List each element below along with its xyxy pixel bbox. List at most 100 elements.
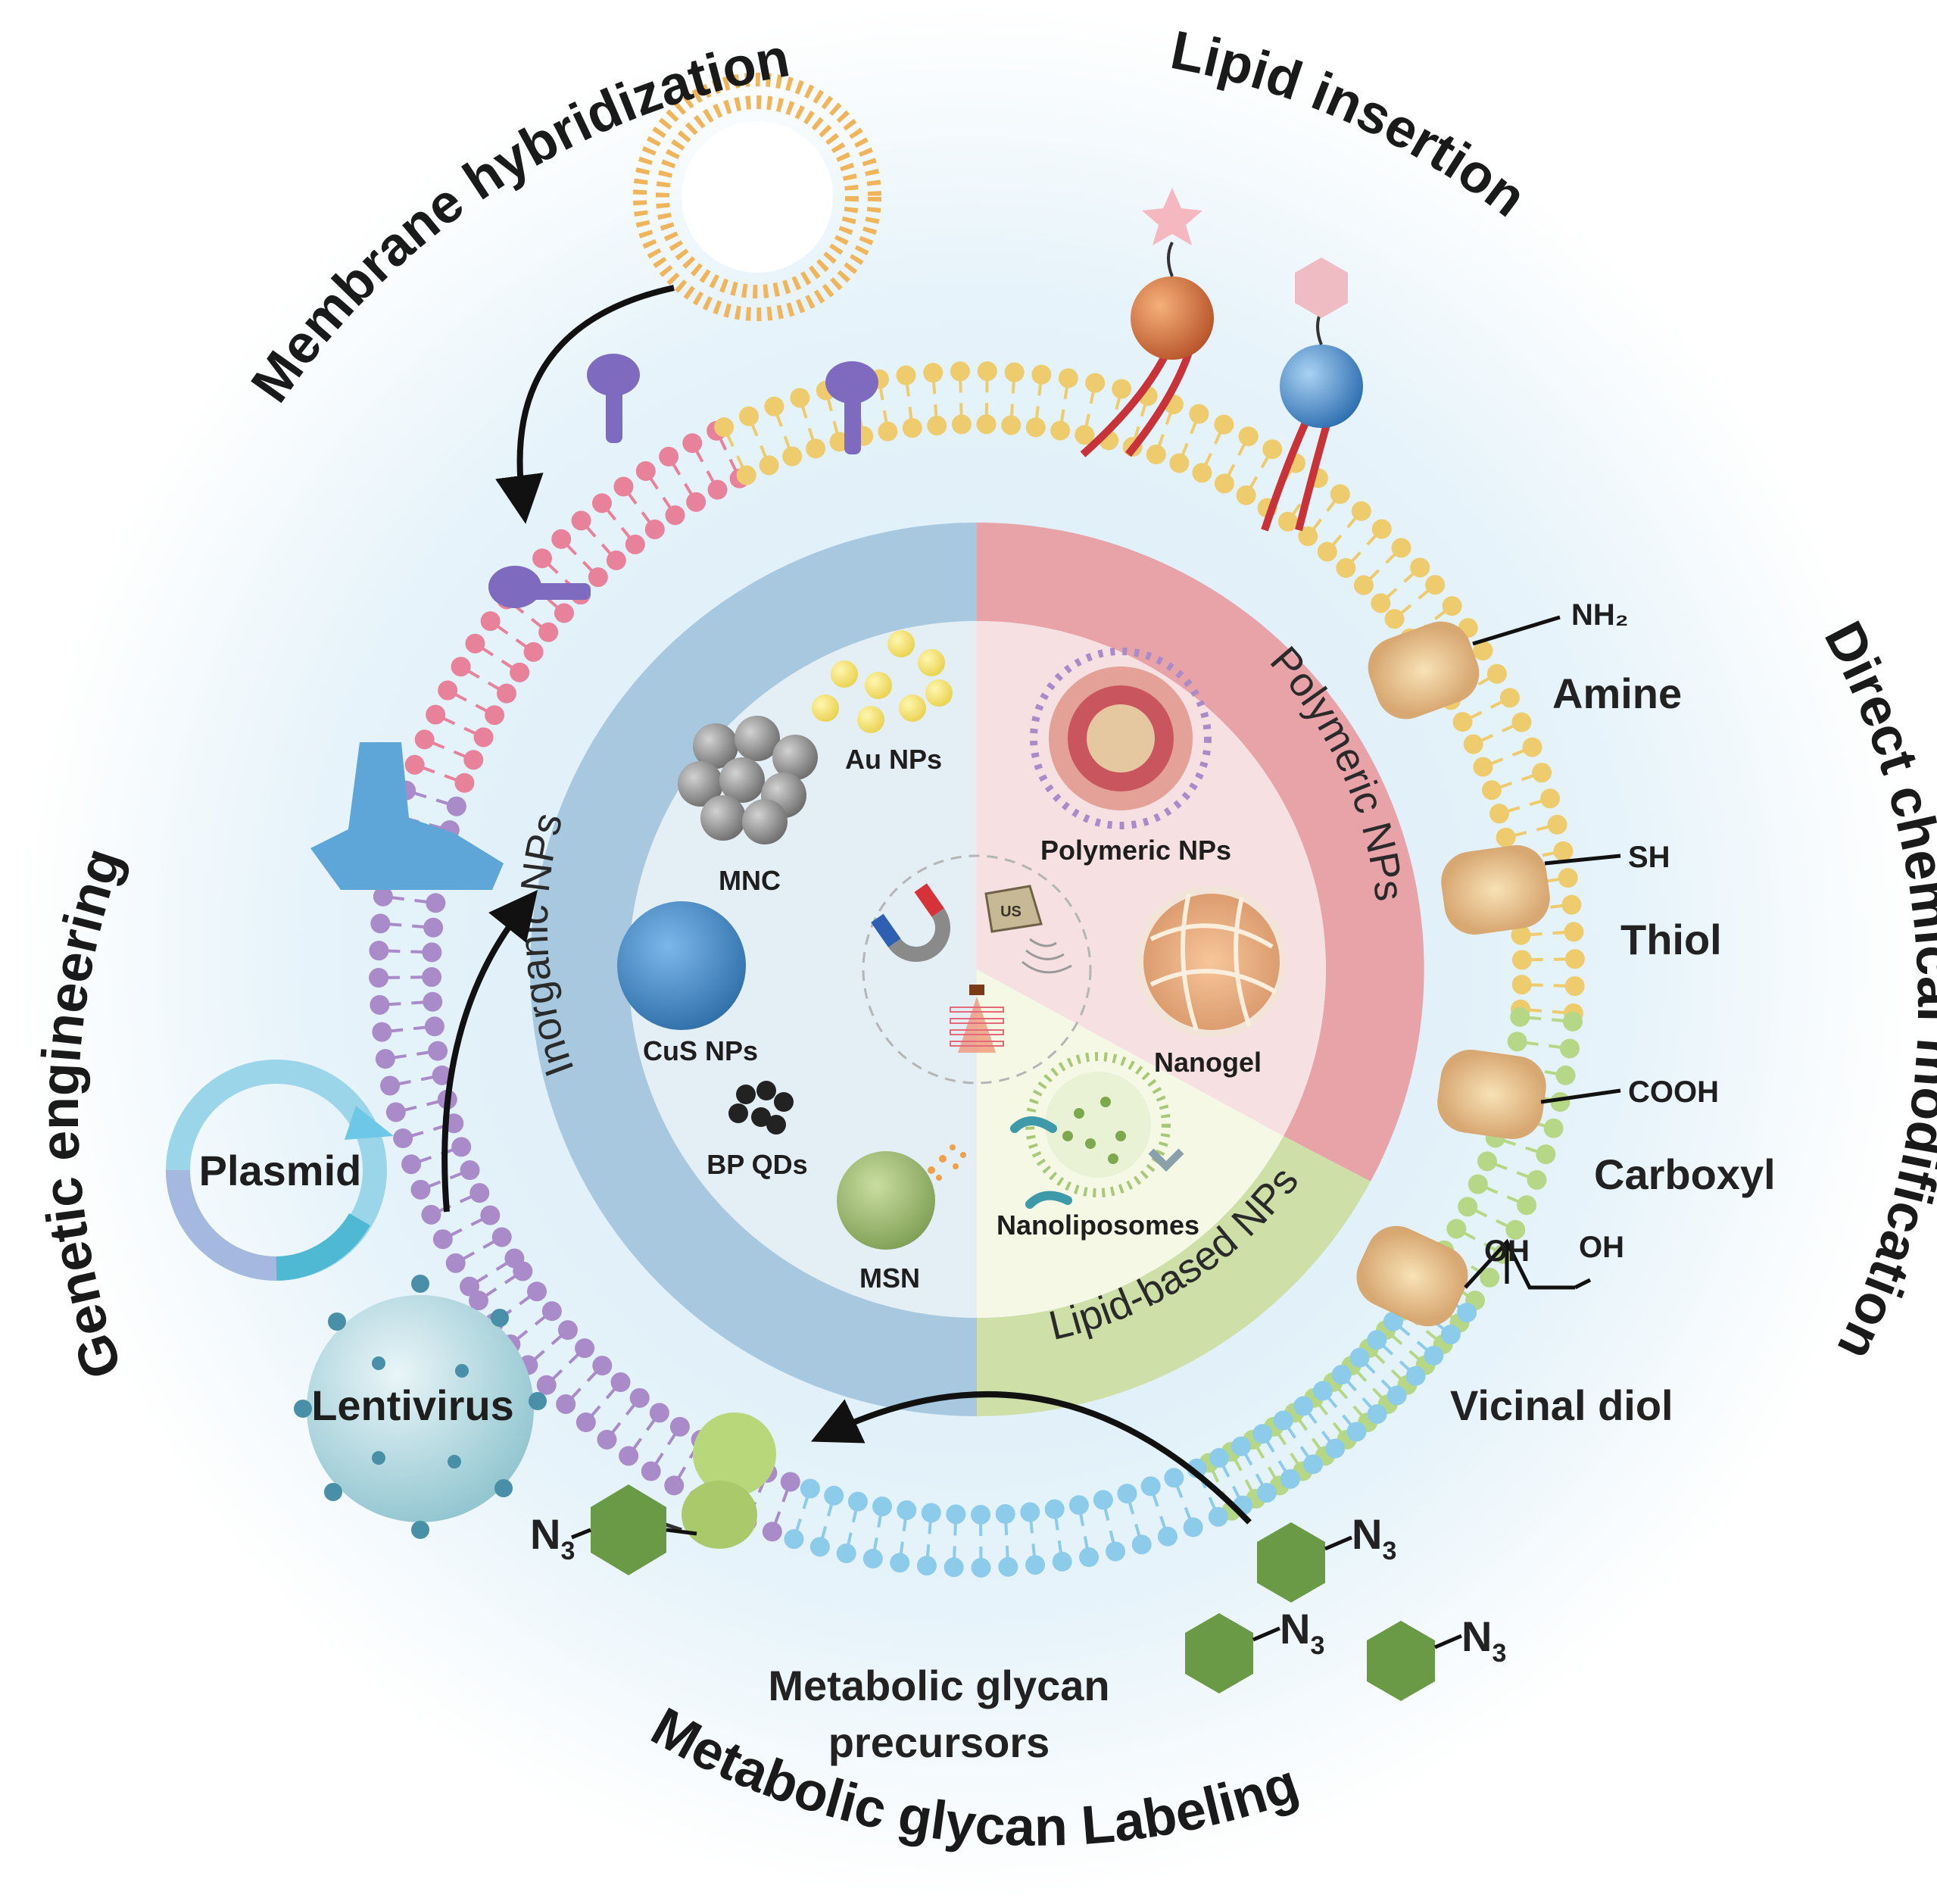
lipid-head (927, 415, 947, 435)
lipid-head (1558, 868, 1578, 888)
lipid-head (1189, 404, 1209, 424)
lipid-head (872, 1497, 892, 1517)
lipid-head (385, 1102, 406, 1122)
lipid-head (1532, 763, 1552, 783)
lipid-head (1252, 1424, 1273, 1444)
lipid-head (1208, 1506, 1228, 1527)
lipid-head (421, 1204, 441, 1225)
lipid-head (1489, 804, 1509, 824)
lipid-head (532, 548, 553, 569)
lipid-head (665, 505, 685, 526)
lipid-head (619, 1446, 639, 1466)
lipid-head (1457, 1303, 1477, 1323)
lipid-head (426, 893, 446, 913)
lipid-head (1564, 949, 1585, 969)
lipid-head (1325, 1438, 1346, 1459)
vicinal-diol-name: Vicinal diol (1450, 1381, 1673, 1429)
polymeric-np-sphere (1030, 648, 1212, 829)
lipid-head (714, 417, 735, 438)
lipid-head (480, 611, 501, 632)
lipid-head (1446, 1219, 1467, 1239)
lipid-head (610, 1372, 631, 1393)
lipid-head (649, 1403, 669, 1423)
azide-label-3: N3 (1461, 1612, 1506, 1668)
lipid-head (538, 622, 559, 642)
lipid-head (1146, 445, 1166, 465)
lipid-head (686, 492, 706, 512)
precursors-line2: precursors (828, 1718, 1050, 1766)
lipid-head (897, 1500, 917, 1521)
lipid-head (510, 662, 530, 682)
lipid-head (1510, 1007, 1530, 1027)
lipid-head (890, 1553, 910, 1573)
lipid-head (1001, 415, 1022, 435)
carboxyl-formula: COOH (1628, 1075, 1719, 1109)
lipid-head (536, 1375, 557, 1395)
lipid-head (800, 1478, 820, 1499)
lipid-head (557, 1320, 578, 1341)
lipid-head (1371, 519, 1392, 539)
lipid-head (1093, 1490, 1113, 1510)
lipid-head (847, 1491, 868, 1512)
lipid-head (1050, 420, 1071, 441)
lipid-head (1458, 1197, 1478, 1217)
membrane-pad-thiol (1441, 844, 1621, 935)
lipid-head (370, 913, 391, 934)
lipid-head (1511, 712, 1532, 732)
lipid-head (782, 446, 803, 467)
lipid-head (1367, 1404, 1387, 1425)
lipid-head (1044, 1499, 1065, 1519)
lipid-head (1157, 1526, 1177, 1547)
azide-link-bound (571, 1528, 591, 1540)
lipid-head (946, 1504, 966, 1525)
lipid-head (1020, 1502, 1040, 1522)
lipid-head (1336, 558, 1356, 579)
lipid-head (541, 1301, 562, 1322)
lipid-head (1527, 1169, 1547, 1190)
lipid-head (451, 657, 471, 677)
lentivirus-label: Lentivirus (311, 1381, 514, 1429)
nanogel-sphere (1136, 886, 1287, 1038)
lipid-head (977, 361, 997, 382)
lipid-head (393, 1128, 413, 1149)
lipid-head (504, 1248, 525, 1269)
mnc-cluster (678, 716, 818, 844)
lipid-head (1085, 373, 1106, 393)
lipid-head (556, 1394, 576, 1414)
lipid-head (1353, 575, 1374, 595)
lipid-head (1140, 1476, 1161, 1497)
lipid-head (575, 1412, 596, 1433)
lipid-head (1553, 841, 1574, 861)
lipid-head (480, 1205, 501, 1225)
lipid-head (1517, 1195, 1537, 1216)
carboxyl-name: Carboxyl (1594, 1150, 1776, 1198)
lipid-head (976, 414, 997, 435)
lipid-ring-sector (977, 1136, 1371, 1417)
au-nps-cluster (812, 630, 953, 733)
lipid-head (916, 1556, 937, 1576)
lipid-head (1505, 1219, 1526, 1240)
mnc-label: MNC (719, 865, 781, 896)
lipid-head (485, 705, 505, 726)
lipid-head (896, 365, 916, 385)
lipid-head (423, 991, 443, 1012)
lipid-head (410, 1179, 431, 1200)
lipid-head (375, 1049, 395, 1069)
membrane-pad-amine (1368, 615, 1561, 719)
lipid-head (438, 680, 458, 701)
lipid-head (551, 529, 572, 549)
lipid-head (1004, 362, 1025, 382)
lipid-head (902, 418, 922, 439)
lipid-head (629, 1387, 650, 1408)
lipid-head (380, 1075, 401, 1096)
lipid-head (1313, 1381, 1333, 1401)
lipid-head (496, 683, 516, 704)
lipid-head (1511, 975, 1532, 995)
lipid-head (469, 1183, 490, 1203)
lipid-head (491, 1227, 512, 1247)
genetic-arrow (441, 890, 538, 1213)
amine-formula: NH₂ (1571, 598, 1629, 632)
lipid-head (1058, 368, 1078, 389)
magnet-icon (871, 883, 950, 962)
lipid-anchor-2 (1261, 258, 1363, 532)
